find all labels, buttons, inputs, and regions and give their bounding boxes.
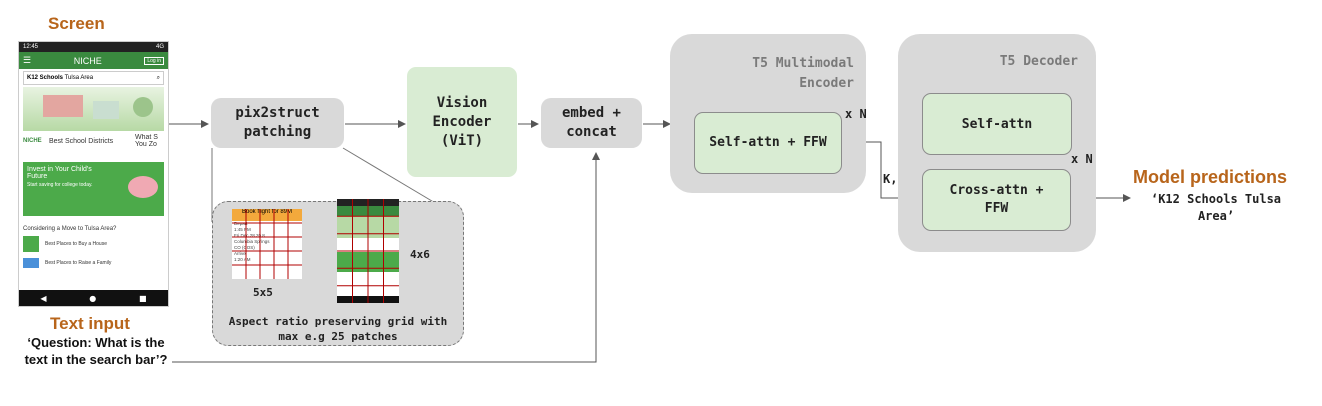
list-item-buy-house: Best Places to Buy a House [45, 241, 107, 247]
label-5x5: 5x5 [253, 286, 273, 299]
list-item-raise-family: Best Places to Raise a Family [45, 260, 112, 266]
pix2struct-patching-box: pix2struct patching [211, 98, 344, 148]
label-4x6: 4x6 [410, 248, 430, 261]
encoder-self-attn-ffw-box: Self-attn + FFW [694, 112, 842, 174]
thumbnail-text-line: Fri Dec 28 20 8 [234, 233, 265, 238]
card-what-zone: What S You Zo [135, 134, 158, 148]
prediction-text: ‘K12 Schools Tulsa Area’ [1150, 192, 1282, 223]
vision-encoder-box: Vision Encoder (ViT) [407, 67, 517, 177]
decoder-cross-attn-label: Cross-attn + FFW [949, 183, 1044, 216]
thumbnail-text-line: CO (COS) [234, 245, 255, 250]
phone-screenshot: 12:45 4G ☰ NICHE Log in K12 Schools Tuls… [18, 41, 169, 307]
card-best-districts: Best School Districts [49, 137, 114, 145]
card-logo: NICHE [23, 138, 42, 144]
login-button: Log in [144, 56, 164, 65]
screen-label: Screen [48, 14, 105, 33]
model-predictions-label: Model predictions [1133, 167, 1288, 187]
t5-encoder-title: T5 Multimodal Encoder [752, 56, 854, 91]
thumbnail-title: Book flight for 89M [232, 209, 302, 221]
question-text: ‘Question: What is the text in the searc… [24, 335, 168, 367]
arrow-text-to-embed [172, 152, 600, 363]
encoder-block-label: Self-attn + FFW [709, 135, 827, 150]
home-icon: ● [89, 293, 97, 303]
app-name: NICHE [73, 55, 102, 66]
promo-title: Invest in Your Child's Future [27, 166, 92, 180]
house-icon [23, 236, 39, 252]
pix2struct-patching-label: pix2struct patching [235, 105, 320, 140]
family-icon [23, 258, 39, 268]
zoom-line-right [342, 147, 448, 211]
decoder-repeat: x N [1071, 152, 1093, 166]
search-location: Tulsa Area [64, 75, 94, 81]
decoder-self-attn-label: Self-attn [961, 116, 1033, 132]
search-bar: K12 Schools Tulsa Area ⌕ [23, 71, 164, 85]
grid-overlay-5x5 [232, 209, 302, 279]
status-signal: 4G [155, 44, 164, 50]
promo-subtitle: Start saving for college today. [27, 182, 93, 188]
status-time: 12:45 [23, 44, 39, 50]
hero-illustration [23, 87, 164, 131]
thumbnail-text-line: Arrive [234, 251, 246, 256]
piggy-bank-icon [128, 176, 158, 198]
search-icon: ⌕ [156, 74, 160, 81]
menu-icon: ☰ [23, 55, 32, 65]
text-input-label: Text input [50, 314, 130, 333]
status-bar: 12:45 4G [19, 42, 168, 52]
app-bar: ☰ NICHE Log in [19, 52, 168, 69]
embed-concat-label: embed + concat [561, 105, 621, 140]
promo-banner: Invest in Your Child's Future Start savi… [23, 162, 164, 216]
decoder-cross-attn-box: Cross-attn + FFW [922, 169, 1071, 231]
thumbnail-text-line: 1:20 AM [234, 257, 251, 262]
recents-icon: ■ [139, 293, 147, 303]
embed-concat-box: embed + concat [541, 98, 642, 148]
search-category: K12 Schools [27, 75, 64, 81]
grid-overlay-4x6 [337, 199, 399, 303]
vision-encoder-label: Vision Encoder (ViT) [432, 94, 492, 149]
decoder-self-attn-box: Self-attn [922, 93, 1072, 155]
section-heading: Considering a Move to Tulsa Area? [23, 226, 117, 232]
t5-decoder-title: T5 Decoder [999, 54, 1078, 69]
thumbnail-text-line: 1:45 PM [234, 227, 251, 232]
back-icon: ◀ [40, 293, 47, 303]
android-nav-bar: ◀ ● ■ [19, 290, 168, 306]
grid-caption: Aspect ratio preserving grid with max e.… [228, 315, 448, 343]
thumbnail-text-line: Columbia Springs [234, 239, 270, 244]
encoder-repeat: x N [845, 107, 867, 121]
thumbnail-4x6 [337, 199, 399, 303]
